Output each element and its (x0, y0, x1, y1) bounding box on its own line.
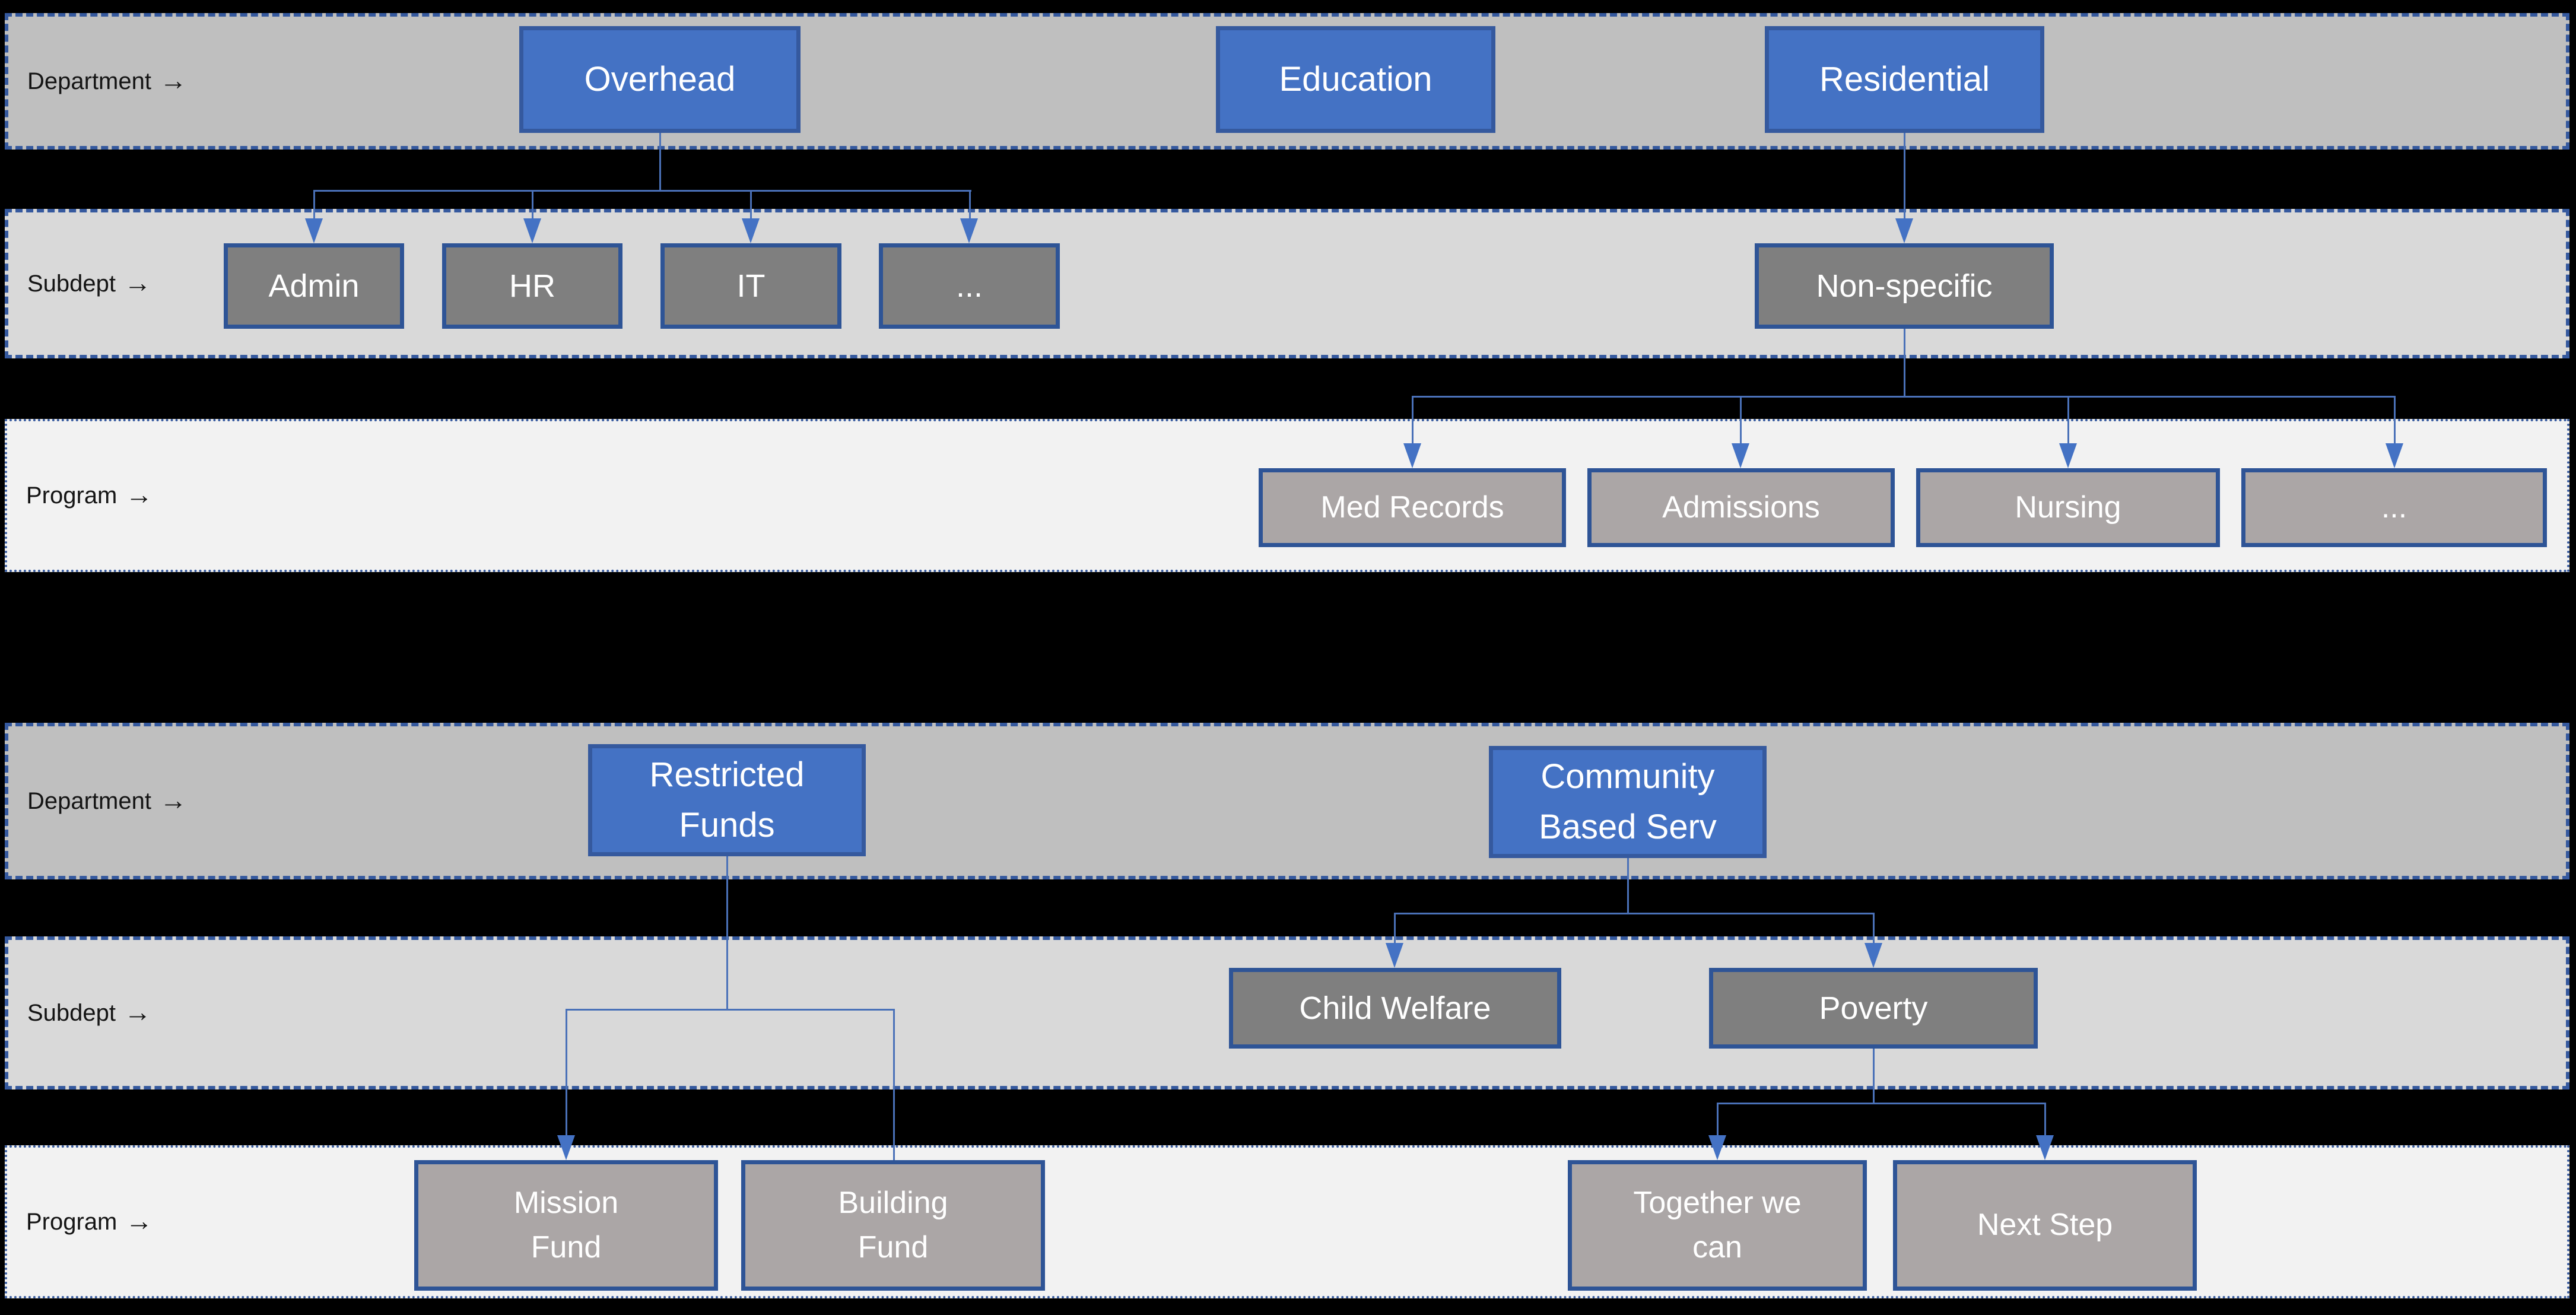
connector-line[interactable] (893, 1009, 895, 1160)
connector-line[interactable] (2394, 396, 2396, 443)
arrowhead-down-icon (2059, 443, 2077, 468)
node-child-welfare[interactable]: Child Welfare (1229, 968, 1561, 1049)
arrowhead-down-icon (557, 1135, 575, 1160)
node-overhead[interactable]: Overhead (519, 26, 801, 133)
node-restricted-funds[interactable]: Restricted Funds (588, 744, 866, 856)
node-non-specific[interactable]: Non-specific (1755, 243, 2054, 329)
arrowhead-down-icon (1732, 443, 1749, 468)
connector-line[interactable] (566, 1009, 567, 1135)
band-subdept-1[interactable]: Subdept → (5, 209, 2569, 358)
connector-line[interactable] (659, 133, 661, 190)
connector-line[interactable] (1740, 396, 1742, 443)
node-residential[interactable]: Residential (1765, 26, 2044, 133)
arrowhead-down-icon (523, 218, 541, 243)
node-admissions[interactable]: Admissions (1587, 468, 1895, 547)
connector-line[interactable] (969, 190, 971, 221)
band-department-2[interactable]: Department → (5, 723, 2569, 879)
node-mission-fund[interactable]: Mission Fund (414, 1160, 718, 1291)
right-arrow-icon: → (125, 479, 153, 510)
connector-line[interactable] (1717, 1103, 2046, 1104)
connector-line[interactable] (1904, 133, 1905, 220)
node-hr[interactable]: HR (442, 243, 622, 329)
right-arrow-icon: → (124, 996, 152, 1027)
band-label: Subdept → (8, 267, 152, 298)
connector-line[interactable] (314, 190, 971, 192)
connector-line[interactable] (1717, 1103, 1719, 1135)
connector-line[interactable] (1873, 1049, 1875, 1103)
connector-line[interactable] (313, 190, 315, 221)
node-it[interactable]: IT (660, 243, 841, 329)
arrowhead-down-icon (1708, 1135, 1726, 1160)
right-arrow-icon: → (159, 65, 187, 96)
arrowhead-down-icon (2036, 1135, 2054, 1160)
connector-line[interactable] (750, 190, 752, 221)
right-arrow-icon: → (124, 267, 152, 298)
band-label-text: Department (27, 787, 151, 814)
arrowhead-down-icon (742, 218, 760, 243)
node-med-records[interactable]: Med Records (1259, 468, 1566, 547)
arrowhead-down-icon (1895, 218, 1913, 243)
node-community-based-serv[interactable]: Community Based Serv (1489, 746, 1767, 858)
connector-line[interactable] (532, 190, 533, 221)
right-arrow-icon: → (125, 1205, 153, 1236)
band-label: Department → (8, 65, 187, 96)
band-label-text: Subdept (27, 999, 116, 1026)
band-label: Subdept → (8, 996, 152, 1027)
node-together-we-can[interactable]: Together we can (1568, 1160, 1867, 1291)
node-building-fund[interactable]: Building Fund (741, 1160, 1045, 1291)
connector-line[interactable] (1394, 913, 1396, 943)
band-label-text: Subdept (27, 270, 116, 297)
connector-line[interactable] (1627, 858, 1629, 913)
connector-line[interactable] (1412, 396, 1414, 443)
arrowhead-down-icon (1386, 943, 1403, 968)
band-label-text: Program (26, 482, 117, 509)
node-poverty[interactable]: Poverty (1709, 968, 2038, 1049)
node-program-more[interactable]: ... (2241, 468, 2547, 547)
connector-line[interactable] (2067, 396, 2069, 443)
band-label-text: Program (26, 1208, 117, 1235)
node-nursing[interactable]: Nursing (1916, 468, 2220, 547)
connector-line[interactable] (1904, 329, 1905, 396)
arrowhead-down-icon (305, 218, 323, 243)
arrowhead-down-icon (2386, 443, 2403, 468)
connector-line[interactable] (566, 1009, 894, 1011)
arrowhead-down-icon (1864, 943, 1882, 968)
right-arrow-icon: → (159, 784, 187, 815)
node-next-step[interactable]: Next Step (1893, 1160, 2197, 1291)
node-admin[interactable]: Admin (224, 243, 404, 329)
connector-line[interactable] (726, 856, 728, 1009)
band-label: Program → (7, 479, 153, 510)
band-label-text: Department (27, 68, 151, 94)
connector-line[interactable] (1412, 396, 2396, 398)
connector-line[interactable] (1873, 913, 1875, 943)
arrowhead-down-icon (960, 218, 978, 243)
arrowhead-down-icon (1403, 443, 1421, 468)
node-education[interactable]: Education (1216, 26, 1495, 133)
band-label: Program → (7, 1205, 153, 1236)
node-subdept-more[interactable]: ... (879, 243, 1060, 329)
connector-line[interactable] (1395, 913, 1875, 914)
connector-line[interactable] (2044, 1103, 2046, 1135)
band-label: Department → (8, 784, 187, 815)
